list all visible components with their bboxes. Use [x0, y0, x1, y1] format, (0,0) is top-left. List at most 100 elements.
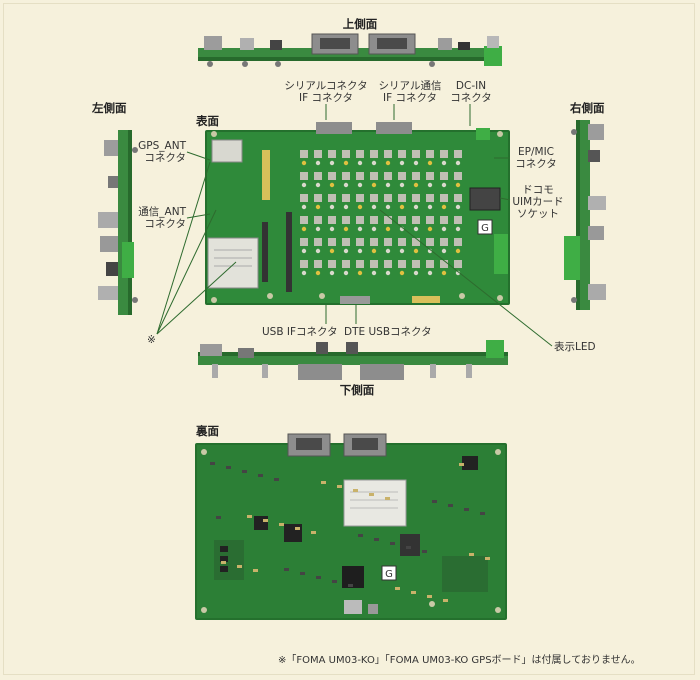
switch	[328, 238, 336, 246]
led	[343, 248, 349, 254]
callout-serial-if: シリアルコネクタ IF コネクタ	[284, 80, 368, 104]
led	[357, 270, 363, 276]
smd-part	[432, 500, 437, 503]
led	[301, 226, 307, 232]
switch	[412, 194, 420, 202]
smd-part	[279, 523, 284, 526]
callout-mark: ※	[147, 334, 156, 346]
switch	[384, 194, 392, 202]
leader-mark-3	[156, 261, 237, 335]
smd-part	[353, 489, 358, 492]
led	[371, 160, 377, 166]
switch	[328, 150, 336, 158]
switch	[314, 260, 322, 268]
switch	[370, 216, 378, 224]
smd-part	[406, 546, 411, 549]
led	[413, 226, 419, 232]
smd-part	[411, 591, 416, 594]
smd-part	[369, 493, 374, 496]
front-led-grid	[300, 150, 462, 276]
back-view-title: 裏面	[196, 424, 219, 438]
led	[399, 182, 405, 188]
switch	[426, 194, 434, 202]
led	[455, 160, 461, 166]
led	[315, 182, 321, 188]
switch	[426, 172, 434, 180]
led	[315, 248, 321, 254]
switch	[398, 150, 406, 158]
leader-uim	[499, 197, 511, 201]
svg-text:G: G	[481, 223, 489, 234]
smd-part	[348, 584, 353, 587]
switch	[356, 150, 364, 158]
leader-mark-1	[156, 161, 211, 335]
smd-part	[253, 569, 258, 572]
switch	[384, 150, 392, 158]
switch	[384, 216, 392, 224]
led	[413, 204, 419, 210]
led	[301, 204, 307, 210]
smd-part	[221, 561, 226, 564]
switch	[440, 260, 448, 268]
switch	[398, 172, 406, 180]
callout-uim: ドコモ UIMカード ソケット	[512, 184, 564, 220]
switch	[412, 216, 420, 224]
led	[343, 226, 349, 232]
smd-part	[422, 550, 427, 553]
led	[343, 270, 349, 276]
smd-part	[427, 595, 432, 598]
switch	[300, 172, 308, 180]
switch	[370, 238, 378, 246]
smd-part	[311, 531, 316, 534]
led	[455, 270, 461, 276]
switch	[412, 150, 420, 158]
led	[301, 270, 307, 276]
led	[343, 204, 349, 210]
led	[455, 226, 461, 232]
switch	[300, 216, 308, 224]
led	[371, 182, 377, 188]
led	[385, 160, 391, 166]
led	[315, 226, 321, 232]
switch	[342, 216, 350, 224]
switch	[454, 260, 462, 268]
led	[371, 270, 377, 276]
led	[301, 248, 307, 254]
smd-part	[226, 466, 231, 469]
switch	[300, 260, 308, 268]
bottom-view-title: 下側面	[339, 383, 375, 397]
switch	[384, 172, 392, 180]
led	[315, 160, 321, 166]
switch	[342, 150, 350, 158]
switch	[356, 238, 364, 246]
smd-part	[385, 497, 390, 500]
leader-comm-ant	[186, 213, 211, 219]
led	[455, 182, 461, 188]
led	[385, 226, 391, 232]
switch	[426, 260, 434, 268]
switch	[370, 150, 378, 158]
led	[441, 270, 447, 276]
switch	[328, 216, 336, 224]
led	[329, 204, 335, 210]
smd-part	[284, 568, 289, 571]
led	[315, 270, 321, 276]
switch	[370, 260, 378, 268]
led	[301, 160, 307, 166]
switch	[440, 194, 448, 202]
smd-part	[210, 462, 215, 465]
switch	[356, 172, 364, 180]
switch	[454, 194, 462, 202]
smd-part	[464, 508, 469, 511]
led	[441, 182, 447, 188]
led	[441, 204, 447, 210]
callout-dte-usb: DTE USBコネクタ	[344, 326, 432, 338]
switch	[412, 172, 420, 180]
switch	[384, 238, 392, 246]
led	[357, 248, 363, 254]
smd-part	[258, 474, 263, 477]
switch	[412, 238, 420, 246]
